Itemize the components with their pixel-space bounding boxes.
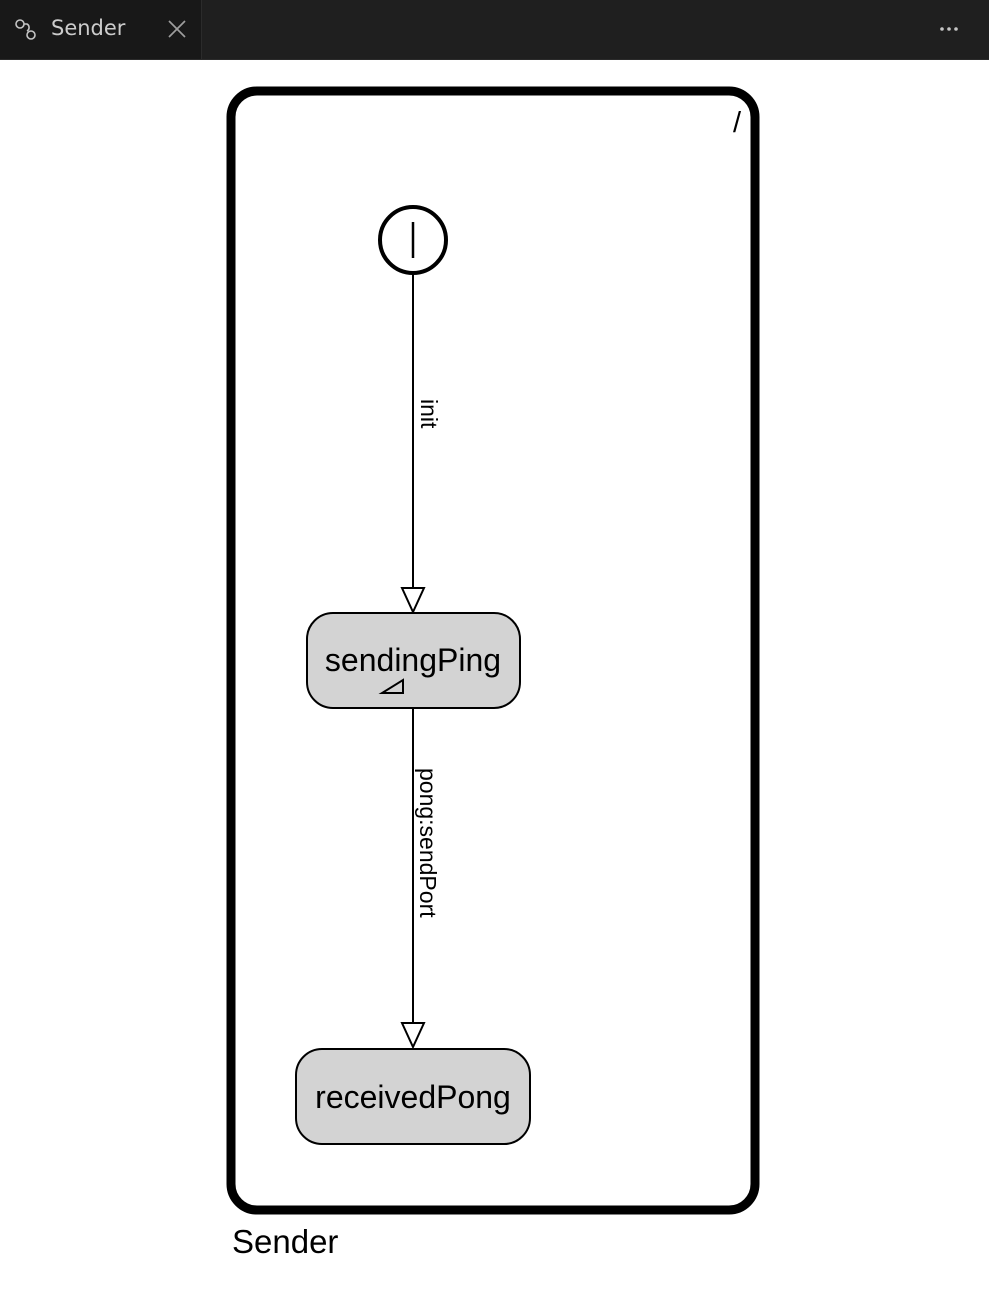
diagram-canvas: / init sendingPing pong:sendPort receive…: [0, 60, 989, 1292]
transition-init[interactable]: [400, 274, 426, 615]
state-diagram: / init sendingPing pong:sendPort receive…: [226, 86, 760, 1260]
composite-indicator-icon: [378, 678, 404, 694]
initial-pseudostate[interactable]: [378, 205, 448, 275]
editor-title-bar: Sender: [0, 0, 989, 60]
state-receivedpong[interactable]: [295, 1048, 531, 1145]
tab-sender[interactable]: Sender: [0, 0, 202, 59]
close-icon[interactable]: [166, 18, 188, 40]
transition-label-init: init: [416, 399, 442, 429]
more-actions-icon[interactable]: [934, 16, 964, 42]
transition-pong-sendport[interactable]: [400, 708, 426, 1050]
state-name-receivedpong: receivedPong: [315, 1079, 511, 1115]
tab-label: Sender: [51, 16, 126, 40]
state-name-sendingping: sendingPing: [325, 642, 501, 678]
state-machine-icon: [15, 19, 36, 40]
transition-label-pong-sendport: pong:sendPort: [415, 768, 441, 918]
state-machine-name: Sender: [232, 1223, 338, 1260]
region-label: /: [733, 107, 742, 139]
